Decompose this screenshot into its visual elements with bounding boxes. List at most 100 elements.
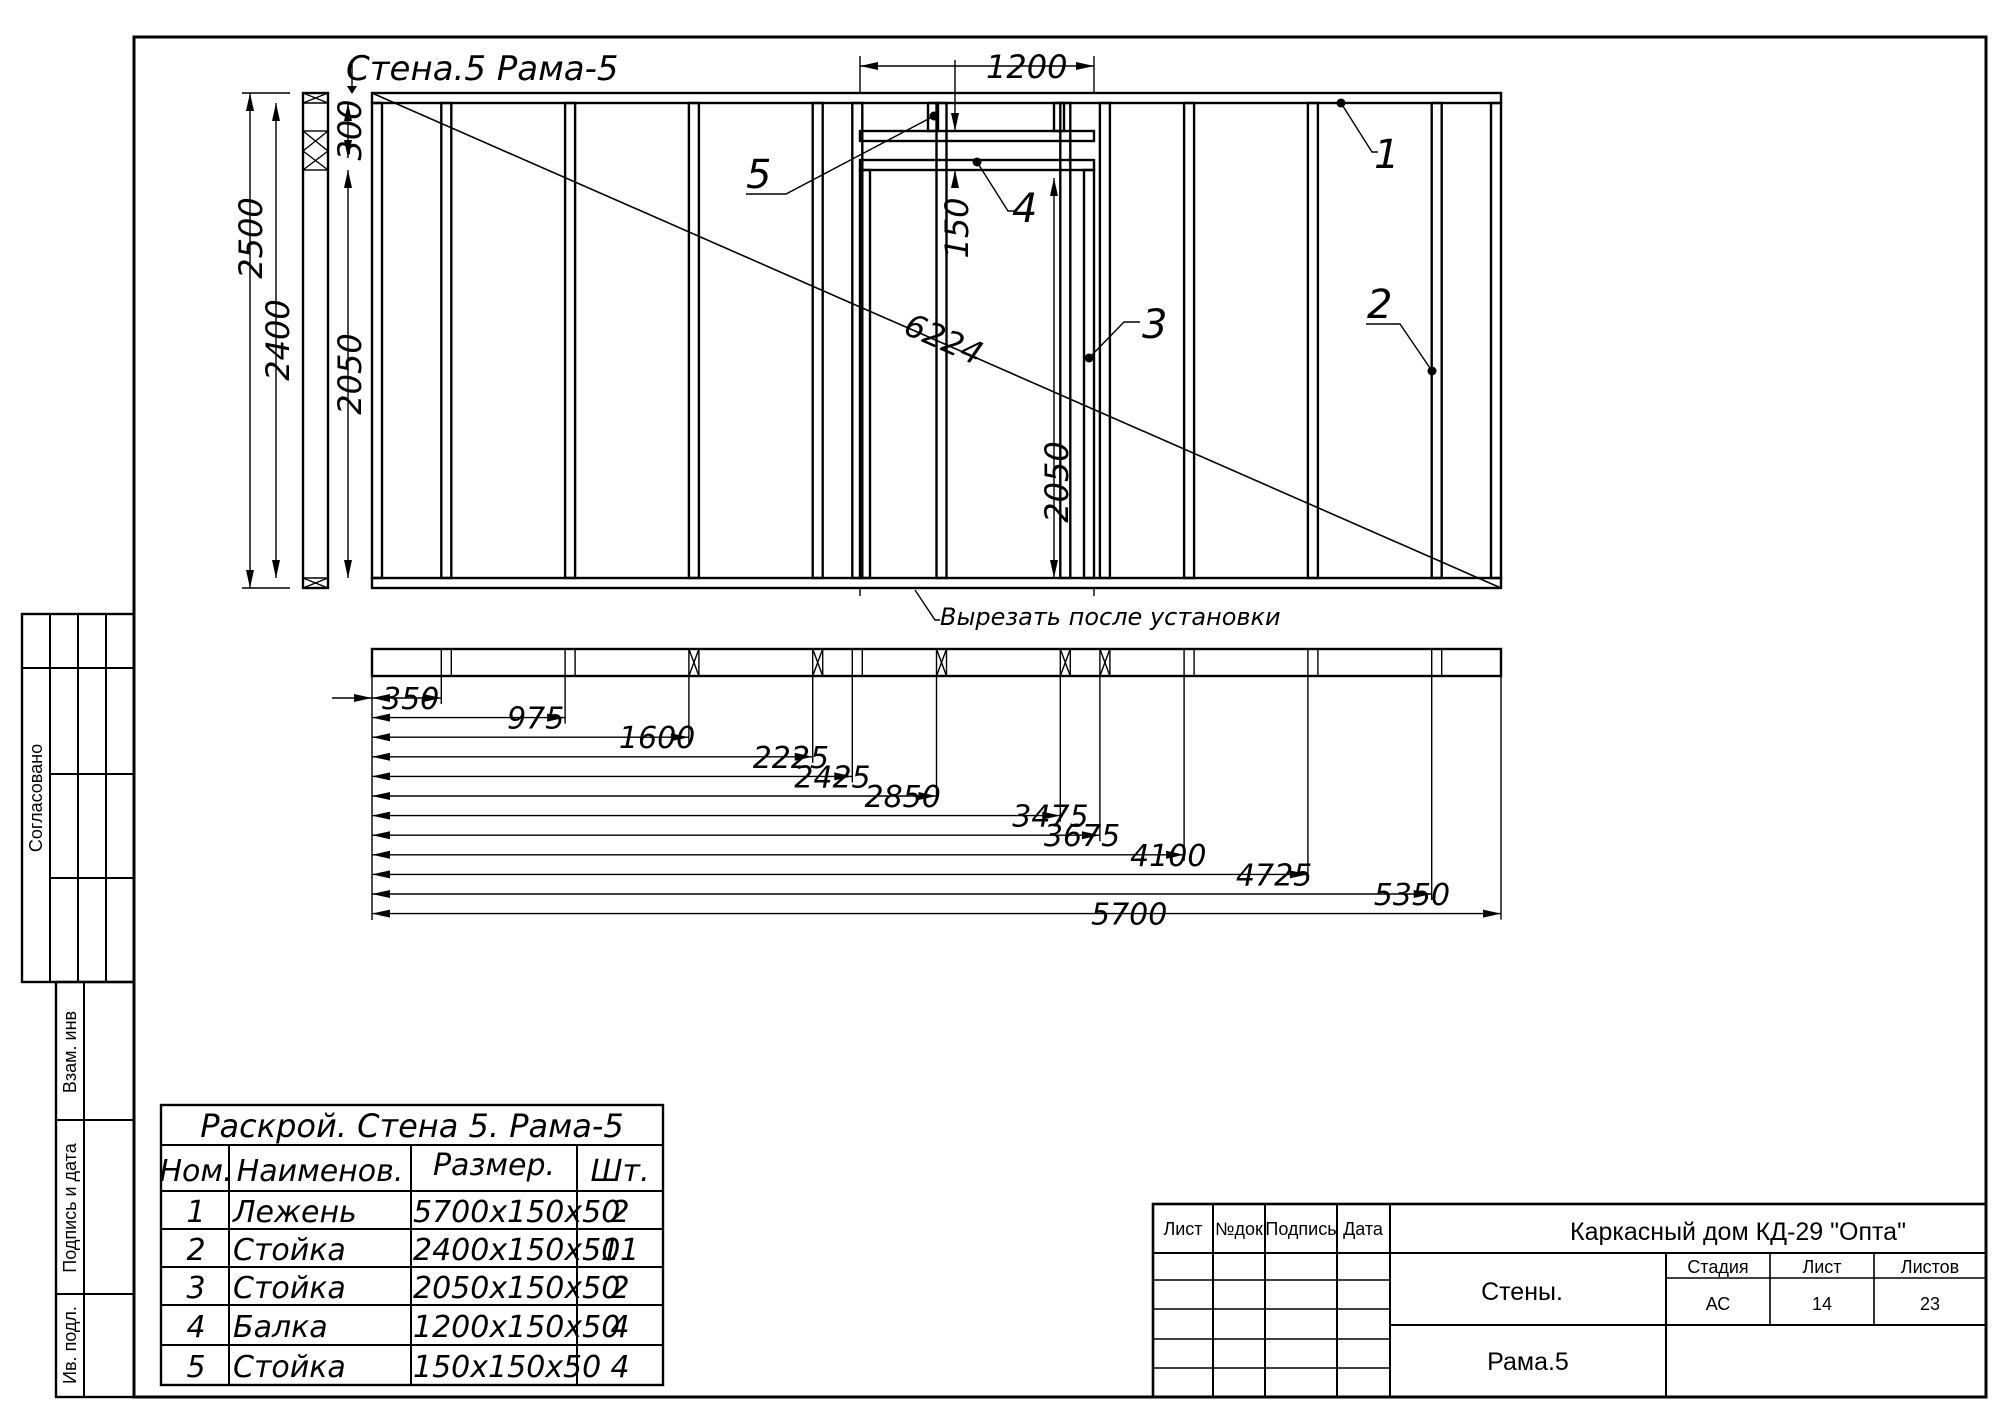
jack-stud-right (1082, 168, 1096, 580)
position-label-5350: 5350 (1374, 878, 1450, 913)
svg-text:1200: 1200 (986, 48, 1067, 86)
position-label-4100: 4100 (1130, 839, 1206, 874)
label-inv-original: Ив. подл. (60, 1306, 80, 1384)
stud-11 (1430, 101, 1443, 580)
position-dim-350: 350 (372, 676, 442, 717)
position-label-350: 350 (382, 682, 439, 717)
plan-stud-6 (1059, 648, 1072, 677)
diagonal-line (371, 92, 1502, 589)
dim-opening-left: 2050 (331, 333, 369, 414)
label-sign-date: Подпись и дата (60, 1142, 80, 1272)
cut-table-cell: 4 (610, 1350, 629, 1385)
position-label-1600: 1600 (619, 721, 695, 756)
tb-sheets-label: Листов (1901, 1257, 1959, 1277)
tb-col-sheet: Лист (1163, 1219, 1202, 1239)
cut-table-cell: 1200x150x50 (413, 1310, 620, 1345)
position-label-2225: 2225 (753, 741, 829, 776)
stud-9 (1182, 101, 1196, 580)
stud-0 (370, 101, 384, 580)
stud-8 (1098, 101, 1112, 580)
stud-5 (851, 101, 864, 580)
stud-1 (440, 101, 453, 580)
tb-stage: АС (1706, 1294, 1731, 1314)
position-dim-3475: 3475 (372, 676, 1089, 835)
position-dim-3675: 3675 (372, 676, 1120, 854)
position-label-3675: 3675 (1044, 819, 1120, 854)
cripple-stud-right (1052, 101, 1066, 133)
cut-table-cell: 4 (610, 1310, 629, 1345)
cut-table: Раскрой. Стена 5. Рама-5 Ном. Наименов. … (159, 1103, 665, 1387)
svg-text:150: 150 (938, 197, 976, 258)
dim-opening-height: 2050 (1038, 178, 1076, 578)
plan-stud-8 (1183, 648, 1195, 677)
plan-stud-0 (440, 648, 452, 677)
label-agreed: Согласовано (26, 744, 46, 852)
callout-5: 5 (746, 152, 771, 198)
stud-12 (1489, 101, 1503, 580)
tb-project: Каркасный дом КД-29 "Опта" (1570, 1218, 1906, 1246)
dims-left: 2500 2400 2050 300 (232, 92, 369, 589)
cut-note: Вырезать после установки (940, 603, 1281, 631)
position-label-2425: 2425 (794, 760, 870, 795)
cut-table-header-qty: Шт. (590, 1154, 649, 1189)
plan-stud-3 (812, 648, 824, 677)
cut-table-cell: 2 (186, 1233, 205, 1268)
tb-sheet: 14 (1812, 1294, 1832, 1314)
dim-total-height: 2500 (232, 197, 270, 278)
position-dim-975: 975 (372, 676, 566, 737)
callout-4: 4 (1012, 186, 1037, 232)
plan-stud-7 (1099, 648, 1111, 677)
stud-3 (687, 101, 701, 580)
cut-table-cell: 3 (186, 1271, 205, 1306)
position-dim-2425: 2425 (372, 676, 871, 795)
label-inv-replacement: Взам. инв (60, 1011, 80, 1093)
position-dim-4100: 4100 (372, 676, 1206, 874)
jack-stud-left (858, 168, 872, 580)
dim-header-height: 300 (331, 99, 369, 160)
position-dim-5350: 5350 (372, 676, 1450, 913)
plan-plate (370, 647, 1503, 678)
side-section (301, 91, 330, 590)
stud-10 (1306, 101, 1320, 580)
dim-lintel-gap: 150 (938, 60, 976, 259)
tb-col-doc: №док (1215, 1219, 1263, 1239)
cut-table-cell: 150x150x50 (413, 1350, 601, 1385)
position-dim-2225: 2225 (372, 676, 829, 776)
cut-table-cell: 11 (601, 1233, 639, 1268)
stud-4 (811, 101, 824, 580)
cut-table-cell: Балка (233, 1310, 328, 1345)
callout-2: 2 (1367, 282, 1392, 328)
cut-table-header-size: Размер. (433, 1148, 555, 1183)
plan-stud-5 (935, 648, 948, 677)
tb-section: Стены. (1481, 1278, 1563, 1306)
position-dim-2850: 2850 (372, 676, 941, 815)
drawing-title: Стена.5 Рама-5 (346, 49, 619, 89)
dim-stud-height: 2400 (259, 299, 297, 380)
cut-table-cell: 4 (186, 1310, 205, 1345)
cut-table-cell: 1 (186, 1195, 205, 1230)
tb-col-date: Дата (1343, 1219, 1384, 1239)
diagonal-label: 6224 (899, 306, 989, 374)
tb-sheets: 23 (1920, 1294, 1940, 1314)
plan-stud-2 (688, 648, 700, 677)
position-label-975: 975 (507, 702, 564, 737)
position-label-3475: 3475 (1012, 800, 1088, 835)
lintel-beam-upper (858, 129, 1096, 143)
position-dim-1600: 1600 (372, 676, 695, 756)
cut-table-cell: 5 (186, 1350, 205, 1385)
callouts: 1 2 3 4 5 (746, 98, 1437, 376)
stud-7 (1059, 101, 1072, 580)
position-label-4725: 4725 (1236, 858, 1312, 893)
frame-elevation: 6224 (370, 91, 1503, 596)
cut-table-cell: Стойка (233, 1350, 346, 1385)
side-stamp: Согласовано Взам. инв Подпись и дата Ив.… (20, 612, 136, 1399)
position-dim-4725: 4725 (372, 676, 1312, 893)
cut-table-header-name: Наименов. (237, 1154, 404, 1189)
cut-table-header-num: Ном. (159, 1154, 232, 1189)
plan-stud-10 (1430, 648, 1443, 677)
